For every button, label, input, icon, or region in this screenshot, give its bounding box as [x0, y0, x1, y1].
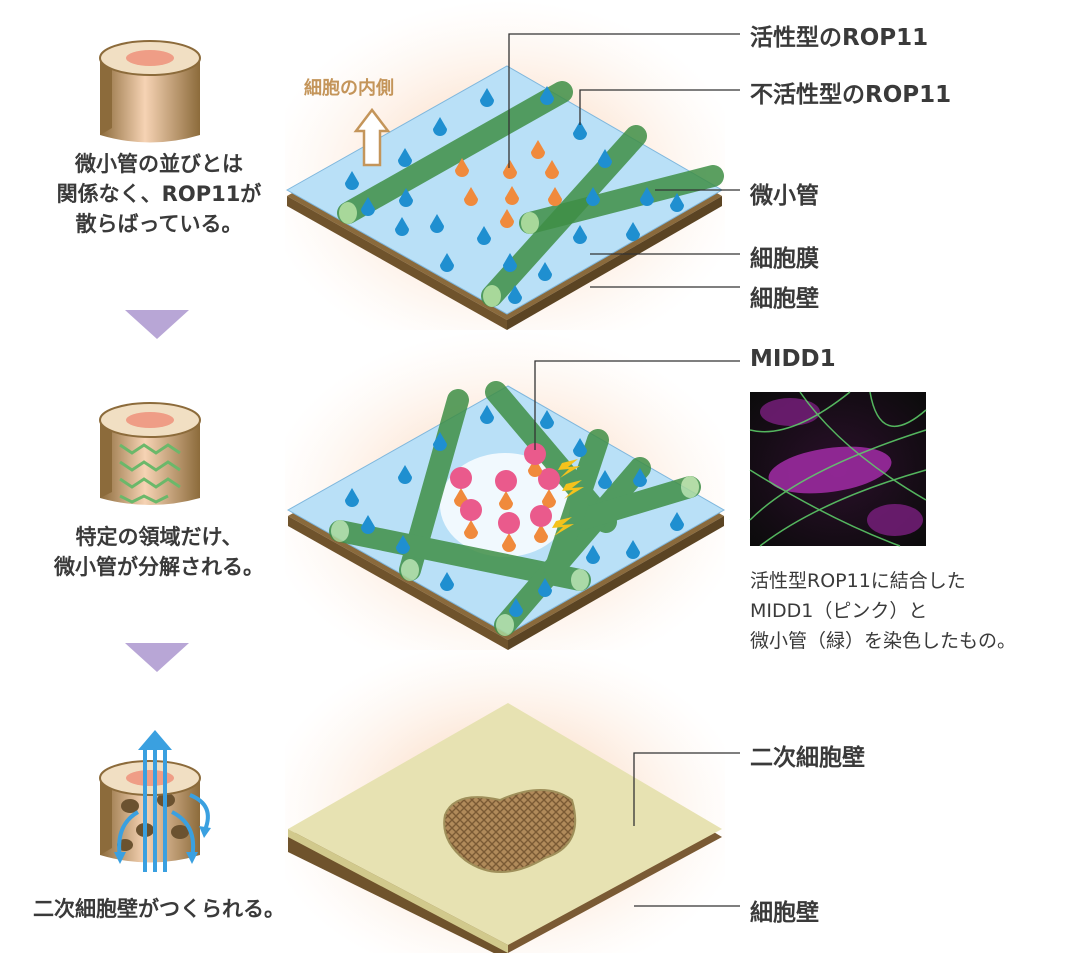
- tube-1-icon: [99, 40, 201, 143]
- panel-2-midd1-complexes: [450, 443, 560, 552]
- panel-1-active-rop11-dots: [455, 140, 562, 228]
- step-2-line-1: 特定の領域だけ、: [75, 525, 243, 549]
- step-2-text: 特定の領域だけ、 微小管が分解される。: [14, 522, 304, 582]
- panel-1-leader-lines: [508, 33, 740, 288]
- fluorescence-photo: [749, 391, 927, 547]
- label-active-rop11: 活性型のROP11: [750, 25, 929, 51]
- cell-inside-label: 細胞の内側: [304, 78, 394, 99]
- photo-caption-line-3: 微小管（緑）を染色したもの。: [750, 630, 1017, 652]
- step-2-line-2: 微小管が分解される。: [54, 555, 264, 579]
- label-plasma-membrane: 細胞膜: [750, 246, 819, 272]
- label-inactive-rop11: 不活性型のROP11: [750, 82, 952, 108]
- flow-arrows-icon: [114, 730, 211, 872]
- photo-caption-line-1: 活性型ROP11に結合した: [750, 570, 966, 592]
- step-3-text: 二次細胞壁がつくられる。: [14, 894, 304, 924]
- photo-caption-line-2: MIDD1（ピンク）と: [750, 600, 928, 622]
- tube-3-icon: [99, 760, 201, 863]
- cell-inside-arrow-icon: [353, 107, 391, 167]
- lightning-icon: [552, 459, 584, 536]
- pit-opening: [443, 789, 577, 873]
- label-microtubule: 微小管: [750, 183, 819, 209]
- panel-1-inactive-rop11-dots: [345, 86, 684, 304]
- panel-3-secondary-wall: [288, 703, 722, 953]
- label-cell-wall-3: 細胞壁: [750, 900, 819, 926]
- step-arrow-2-icon: [125, 643, 189, 672]
- step-1-line-2: 関係なく、ROP11が: [56, 182, 262, 206]
- label-cell-wall-1: 細胞壁: [750, 286, 819, 312]
- tube-2-icon: [99, 402, 201, 505]
- photo-caption: 活性型ROP11に結合した MIDD1（ピンク）と 微小管（緑）を染色したもの。: [750, 566, 1016, 656]
- step-1-line-1: 微小管の並びとは: [75, 152, 243, 176]
- step-arrow-1-icon: [125, 310, 189, 339]
- panel-2-leader-lines: [534, 360, 740, 450]
- label-midd1: MIDD1: [750, 346, 836, 372]
- panel-1-membrane: [285, 65, 724, 330]
- panel-2-microtubules: [329, 381, 701, 636]
- step-1-line-3: 散らばっている。: [75, 212, 243, 236]
- panel-1-microtubules: [337, 81, 724, 307]
- step-1-text: 微小管の並びとは 関係なく、ROP11が 散らばっている。: [14, 149, 304, 239]
- step-3-line-1: 二次細胞壁がつくられる。: [33, 897, 285, 921]
- label-secondary-wall: 二次細胞壁: [750, 745, 865, 771]
- panel-3-leader-lines: [633, 752, 740, 907]
- panel-2-inactive-rop11-dots: [345, 405, 684, 617]
